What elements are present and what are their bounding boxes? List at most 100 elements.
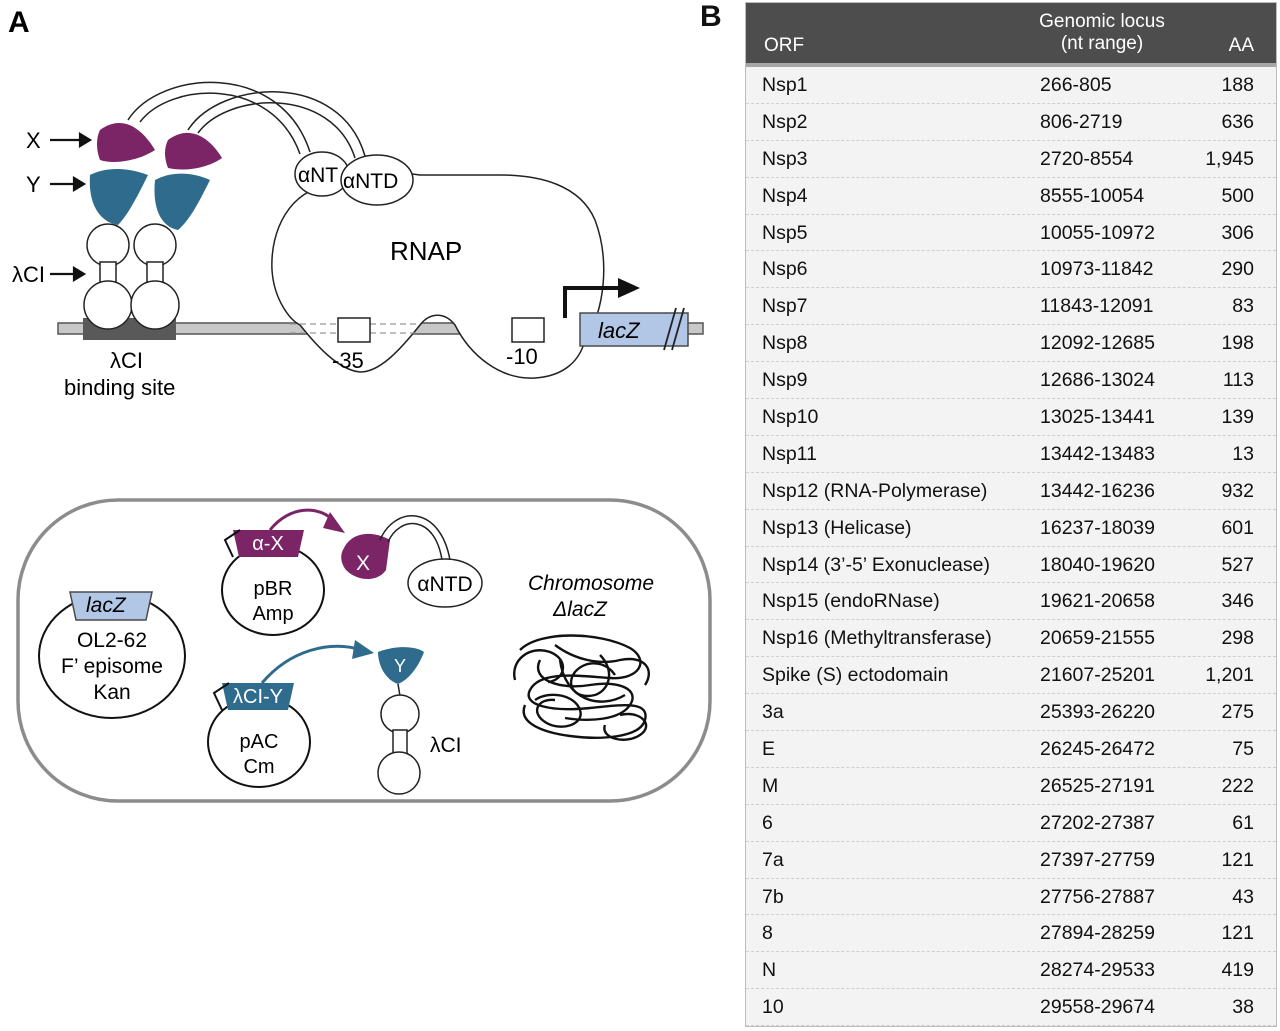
aa-cell: 346	[1221, 590, 1254, 613]
orf-cell: Nsp16 (Methyltransferase)	[762, 627, 992, 650]
locus-cell: 27397-27759	[1040, 848, 1155, 871]
cell-alpha-ntd	[407, 558, 483, 608]
lambda-ci-y-gene	[222, 683, 294, 710]
locus-cell: 26525-27191	[1040, 774, 1155, 797]
linker-loops	[127, 81, 366, 159]
cell-y-domain	[378, 647, 424, 684]
aa-cell: 43	[1232, 885, 1254, 908]
cell-y-label: Y	[394, 656, 406, 676]
locus-cell: 266-805	[1040, 74, 1112, 96]
rnap-body	[271, 172, 605, 379]
orf-cell: Nsp10	[762, 406, 819, 429]
orf-cell: Nsp6	[762, 258, 808, 281]
aa-cell: 527	[1221, 553, 1254, 576]
orf-cell: Nsp2	[762, 110, 808, 133]
label-x: X	[26, 128, 41, 153]
table-row: Nsp16 (Methyltransferase) 20659-21555 298	[746, 620, 1276, 658]
aa-cell: 121	[1221, 922, 1254, 945]
table-row: M 26525-27191 222	[746, 768, 1276, 805]
table-header: ORF Genomic locus (nt range) AA	[746, 3, 1276, 67]
orf-cell: E	[762, 738, 776, 761]
orf-cell: 7b	[762, 885, 784, 908]
chromosome-label-2: ΔlacZ	[552, 598, 608, 621]
orf-cell: Nsp14 (3’-5’ Exonuclease)	[762, 553, 990, 576]
cell-lambda-ci-monomer	[377, 694, 421, 795]
locus-cell: 21607-25201	[1040, 664, 1155, 687]
aa-cell: 222	[1221, 774, 1254, 797]
header-orf: ORF	[764, 35, 805, 56]
locus-cell: 2720-8554	[1040, 147, 1134, 170]
locus-cell: 13025-13441	[1040, 406, 1155, 429]
orf-cell: Nsp15 (endoRNase)	[762, 590, 940, 613]
alpha-x-expression-arrow	[268, 508, 345, 533]
locus-cell: 20659-21555	[1040, 627, 1155, 650]
locus-cell: 25393-26220	[1040, 701, 1155, 724]
locus-cell: 10055-10972	[1040, 221, 1155, 244]
pac-label-1: pAC	[240, 731, 279, 753]
aa-cell: 121	[1221, 848, 1254, 871]
cell-x-label: X	[356, 552, 370, 575]
locus-cell: 28274-29533	[1040, 959, 1155, 982]
orf-cell: M	[762, 774, 779, 797]
locus-cell: 8555-10054	[1040, 184, 1145, 207]
aa-cell: 298	[1221, 627, 1254, 650]
aa-cell: 500	[1221, 184, 1254, 207]
pac-label-2: Cm	[243, 756, 274, 778]
orf-cell: Spike (S) ectodomain	[762, 664, 949, 687]
aa-cell: 75	[1232, 738, 1254, 761]
locus-cell: 26245-26472	[1040, 738, 1155, 761]
lambda-ci-dimer	[83, 223, 180, 330]
header-locus: Genomic locus (nt range)	[1026, 11, 1178, 55]
aa-cell: 113	[1222, 369, 1254, 392]
orf-cell: 10	[762, 996, 784, 1019]
lacz-label: lacZ	[598, 318, 641, 343]
binding-site-label-1: λCI	[110, 348, 143, 373]
locus-cell: 27202-27387	[1040, 811, 1155, 834]
orf-cell: Nsp4	[762, 184, 808, 207]
aa-cell: 306	[1221, 221, 1254, 244]
table-row: E 26245-26472 75	[746, 731, 1276, 768]
aa-cell: 290	[1221, 258, 1254, 281]
locus-cell: 806-2719	[1040, 110, 1123, 133]
locus-cell: 10973-11842	[1040, 258, 1154, 281]
binding-site-label-2: binding site	[64, 375, 175, 400]
aa-cell: 636	[1221, 110, 1254, 133]
aa-cell: 61	[1232, 811, 1254, 834]
table-row: Nsp15 (endoRNase) 19621-20658 346	[746, 583, 1276, 621]
x-protein-domains	[97, 122, 222, 170]
orf-cell: Nsp11	[762, 442, 817, 465]
locus-cell: 19621-20658	[1040, 590, 1155, 613]
label-lambda-ci: λCI	[12, 262, 45, 287]
orf-cell: Nsp1	[762, 74, 808, 96]
aa-cell: 419	[1221, 959, 1254, 982]
aa-cell: 198	[1221, 332, 1254, 355]
orf-cell: 8	[762, 922, 773, 945]
orf-cell: Nsp13 (Helicase)	[762, 516, 912, 539]
y-protein-domains	[89, 168, 210, 230]
minus35-box	[337, 317, 371, 343]
aa-cell: 1,201	[1205, 664, 1254, 687]
cell-x-domain	[341, 533, 390, 579]
cell-lambda-ci-label: λCI	[430, 734, 462, 757]
two-hybrid-diagram: A -35 -10 lacZ RNAP αNT αNTD	[8, 6, 712, 803]
label-y: Y	[26, 172, 41, 197]
label-arrows	[50, 132, 93, 282]
header-aa: AA	[1228, 35, 1254, 56]
transcription-start-arrow	[563, 278, 640, 318]
alpha-ntd-right	[340, 154, 414, 206]
chromosome-label-1: Chromosome	[528, 572, 654, 595]
orf-table: ORF Genomic locus (nt range) AA Nsp1 266-…	[745, 2, 1277, 1027]
